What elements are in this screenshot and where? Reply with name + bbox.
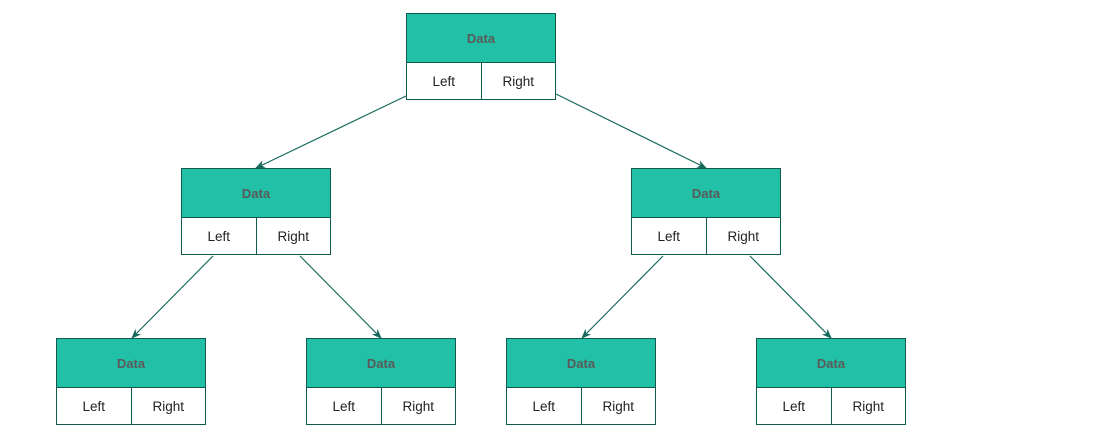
node-left-pointer: Left bbox=[82, 398, 106, 414]
tree-node-level1-left[interactable]: Data Left Right bbox=[181, 168, 331, 255]
node-right-pointer: Right bbox=[705, 218, 781, 254]
tree-node-root[interactable]: Data Left Right bbox=[406, 13, 556, 100]
node-data-cell: Data bbox=[757, 339, 905, 388]
edge-root-to-left-child bbox=[255, 95, 407, 169]
node-right-pointer: Right bbox=[255, 218, 331, 254]
tree-node-leaf-3[interactable]: Data Left Right bbox=[506, 338, 656, 425]
node-pointer-row: Left Right bbox=[407, 63, 555, 99]
node-right-pointer: Right bbox=[380, 388, 456, 424]
node-data-cell: Data bbox=[307, 339, 455, 388]
edge-right-child-to-leaf-3 bbox=[581, 255, 664, 339]
node-pointer-row: Left Right bbox=[307, 388, 455, 424]
edge-root-to-right-child bbox=[555, 93, 707, 169]
node-left-pointer: Left bbox=[207, 228, 231, 244]
tree-node-level1-right[interactable]: Data Left Right bbox=[631, 168, 781, 255]
node-left-pointer: Left bbox=[432, 73, 456, 89]
node-left-pointer: Left bbox=[532, 398, 556, 414]
node-data-cell: Data bbox=[407, 14, 555, 63]
node-pointer-row: Left Right bbox=[182, 218, 330, 254]
node-left-pointer: Left bbox=[782, 398, 806, 414]
node-right-pointer: Right bbox=[830, 388, 906, 424]
node-pointer-row: Left Right bbox=[632, 218, 780, 254]
node-data-cell: Data bbox=[632, 169, 780, 218]
node-pointer-row: Left Right bbox=[507, 388, 655, 424]
node-left-pointer: Left bbox=[657, 228, 681, 244]
node-data-cell: Data bbox=[507, 339, 655, 388]
tree-node-leaf-2[interactable]: Data Left Right bbox=[306, 338, 456, 425]
tree-node-leaf-1[interactable]: Data Left Right bbox=[56, 338, 206, 425]
node-right-pointer: Right bbox=[480, 63, 556, 99]
node-pointer-row: Left Right bbox=[757, 388, 905, 424]
edge-right-child-to-leaf-4 bbox=[749, 255, 832, 339]
node-pointer-row: Left Right bbox=[57, 388, 205, 424]
node-data-cell: Data bbox=[182, 169, 330, 218]
edge-left-child-to-leaf-1 bbox=[131, 255, 214, 339]
node-left-pointer: Left bbox=[332, 398, 356, 414]
node-data-cell: Data bbox=[57, 339, 205, 388]
node-right-pointer: Right bbox=[130, 388, 206, 424]
node-right-pointer: Right bbox=[580, 388, 656, 424]
edge-left-child-to-leaf-2 bbox=[299, 255, 382, 339]
tree-node-leaf-4[interactable]: Data Left Right bbox=[756, 338, 906, 425]
